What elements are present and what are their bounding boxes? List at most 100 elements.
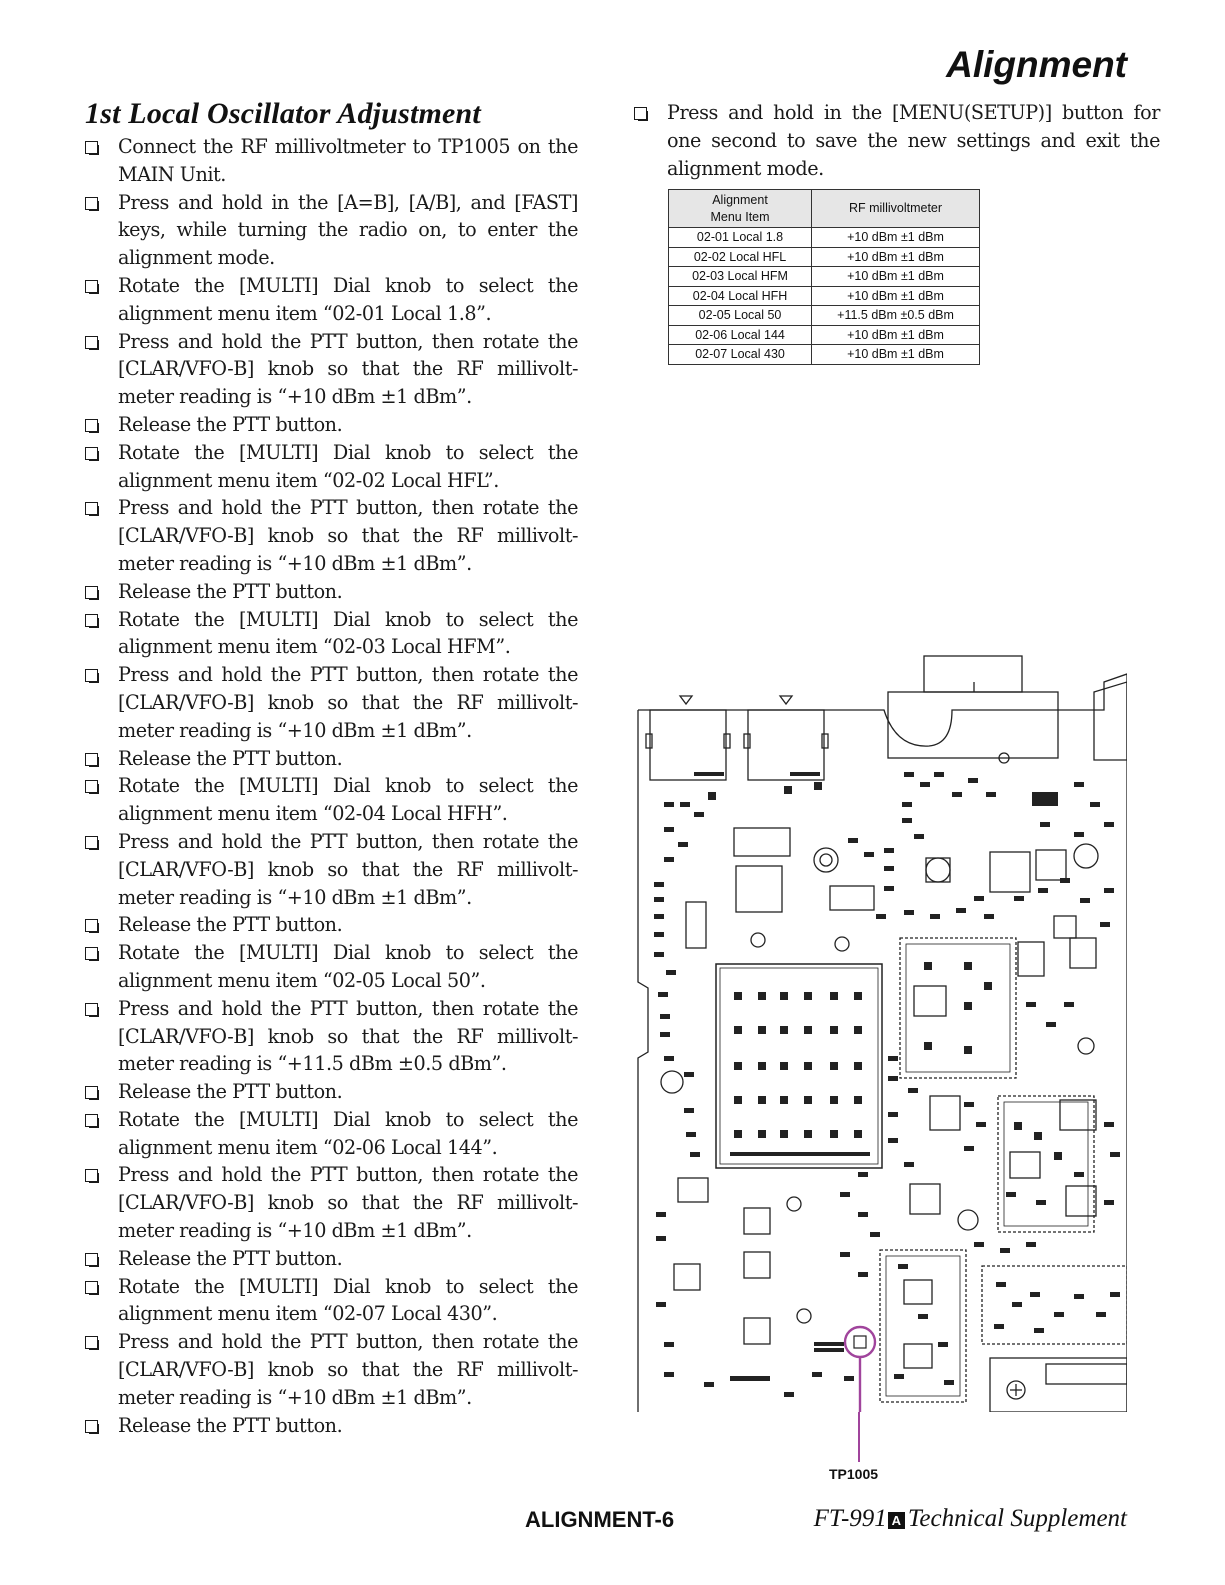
page-number: ALIGNMENT-6 <box>525 1507 675 1532</box>
step-text: Press and hold the PTT button, then rota… <box>118 1330 578 1409</box>
tp1005-highlight-circle <box>843 1325 877 1359</box>
step-text: Rotate the [MULTI] Dial knob to select t… <box>118 941 578 992</box>
table-cell: +10 dBm ±1 dBm <box>811 344 980 365</box>
step-item: Rotate the [MULTI] Dial knob to select t… <box>85 272 578 328</box>
checkbox-icon <box>85 1002 99 1017</box>
step-item: Press and hold the PTT button, then rota… <box>85 494 578 577</box>
table-cell: +10 dBm ±1 dBm <box>811 266 980 287</box>
checkbox-icon <box>85 669 99 684</box>
step-item: Rotate the [MULTI] Dial knob to select t… <box>85 1273 578 1329</box>
document-name: Technical Supplement <box>907 1505 1127 1532</box>
checkbox-icon <box>85 919 99 934</box>
table-row: 02-02 Local HFL+10 dBm ±1 dBm <box>667 246 980 267</box>
step-text: Rotate the [MULTI] Dial knob to select t… <box>118 774 578 826</box>
shield-can-4 <box>879 1249 967 1403</box>
step-item: Press and hold the PTT button, then rota… <box>85 828 578 911</box>
step-item: Release the PTT button. <box>85 911 578 939</box>
save-settings-step: Press and hold in the [MENU(SETUP)] butt… <box>634 99 1160 182</box>
connector-j1002 <box>747 709 825 781</box>
model-variant-badge: A <box>887 1511 905 1529</box>
checkbox-icon <box>85 1419 99 1434</box>
step-item: Press and hold the PTT button, then rota… <box>85 661 578 744</box>
step-item: Connect the RF millivoltmeter to TP1005 … <box>85 133 578 189</box>
checkbox-icon <box>85 279 99 294</box>
checkbox-icon <box>85 141 99 155</box>
step-text: Release the PTT button. <box>118 913 343 937</box>
table-cell: +10 dBm ±1 dBm <box>811 227 980 248</box>
step-text: Connect the RF millivoltmeter to TP1005 … <box>118 135 578 186</box>
step-text: Release the PTT button. <box>118 579 343 603</box>
shield-can-5 <box>981 1265 1127 1345</box>
shield-can-3 <box>997 1095 1095 1233</box>
step-text: Press and hold the PTT button, then rota… <box>118 829 578 909</box>
page-title: 1st Local Oscillator Adjustment <box>85 97 481 130</box>
table-row: 02-03 Local HFM+10 dBm ±1 dBm <box>667 266 980 287</box>
tp1005-pad <box>853 1335 867 1349</box>
checkbox-icon <box>85 1280 99 1295</box>
header-line: Alignment <box>712 192 768 207</box>
step-item: Rotate the [MULTI] Dial knob to select t… <box>85 1106 578 1162</box>
step-text: Release the PTT button. <box>118 412 343 436</box>
step-text: Press and hold the PTT button, then rota… <box>118 496 578 575</box>
step-item: Release the PTT button. <box>85 1078 578 1106</box>
checkbox-icon <box>85 418 99 433</box>
step-text: Press and hold the PTT button, then rota… <box>118 1163 578 1243</box>
shield-can-2 <box>899 937 1017 1079</box>
tp1005-leader-line-extension <box>858 1412 861 1462</box>
checkbox-icon <box>85 335 99 350</box>
step-text: Release the PTT button. <box>118 1080 343 1104</box>
model-name: FT-991 <box>813 1505 887 1532</box>
section-header: Alignment <box>946 44 1127 85</box>
step-item: Release the PTT button. <box>85 578 578 606</box>
pcb-outline <box>637 673 1127 1412</box>
step-text: Press and hold the PTT button, then rota… <box>118 663 578 742</box>
shield-can-1 <box>715 963 883 1169</box>
procedure-steps: Connect the RF millivoltmeter to TP1005 … <box>85 133 578 1439</box>
step-text: Rotate the [MULTI] Dial knob to select t… <box>118 1107 578 1159</box>
checkbox-icon <box>85 1086 99 1101</box>
table-cell: 02-02 Local HFL <box>667 246 813 267</box>
checkbox-icon <box>85 196 99 211</box>
step-item: Release the PTT button. <box>85 1245 578 1273</box>
header-line: Menu Item <box>710 209 770 224</box>
checkbox-icon <box>85 613 99 628</box>
step-item: Press and hold the PTT button, then rota… <box>85 1328 578 1411</box>
checkbox-icon <box>85 1113 99 1128</box>
step-item: Rotate the [MULTI] Dial knob to select t… <box>85 606 578 662</box>
connector-top <box>887 691 1059 759</box>
table-cell: 02-04 Local HFH <box>667 285 813 306</box>
table-cell: +10 dBm ±1 dBm <box>811 246 980 267</box>
step-item: Press and hold the PTT button, then rota… <box>85 1161 578 1244</box>
step-text: Press and hold in the [A=B], [A/B], and … <box>118 190 578 270</box>
checkbox-icon <box>85 780 99 795</box>
step-text: Press and hold in the [MENU(SETUP)] butt… <box>667 101 1160 180</box>
checkbox-icon <box>85 835 99 850</box>
table-row: 02-01 Local 1.8+10 dBm ±1 dBm <box>667 227 980 248</box>
checkbox-icon <box>85 752 99 767</box>
table-cell: +11.5 dBm ±0.5 dBm <box>811 305 980 326</box>
connector-j1001 <box>649 709 727 781</box>
table-cell: +10 dBm ±1 dBm <box>811 285 980 306</box>
step-item: Release the PTT button. <box>85 745 578 773</box>
step-item: Press and hold the PTT button, then rota… <box>85 328 578 411</box>
tp1005-label: TP1005 <box>829 1466 879 1482</box>
table-cell: 02-07 Local 430 <box>667 344 813 365</box>
step-item: Rotate the [MULTI] Dial knob to select t… <box>85 439 578 495</box>
step-item: Rotate the [MULTI] Dial knob to select t… <box>85 772 578 828</box>
table-cell: 02-06 Local 144 <box>667 324 813 345</box>
step-text: Release the PTT button. <box>118 746 343 770</box>
step-item: Release the PTT button. <box>85 1412 578 1440</box>
checkbox-icon <box>85 1252 99 1267</box>
table-row: 02-05 Local 50+11.5 dBm ±0.5 dBm <box>667 305 980 326</box>
table-row: 02-06 Local 144+10 dBm ±1 dBm <box>667 324 980 345</box>
column-header-rf-millivoltmeter: RF millivoltmeter <box>811 189 980 228</box>
step-item: Release the PTT button. <box>85 411 578 439</box>
step-text: Press and hold the PTT button, then rota… <box>118 329 578 409</box>
table-row: 02-07 Local 430+10 dBm ±1 dBm <box>667 344 980 365</box>
table-cell: 02-03 Local HFM <box>667 266 813 287</box>
checkbox-icon <box>85 1336 99 1351</box>
